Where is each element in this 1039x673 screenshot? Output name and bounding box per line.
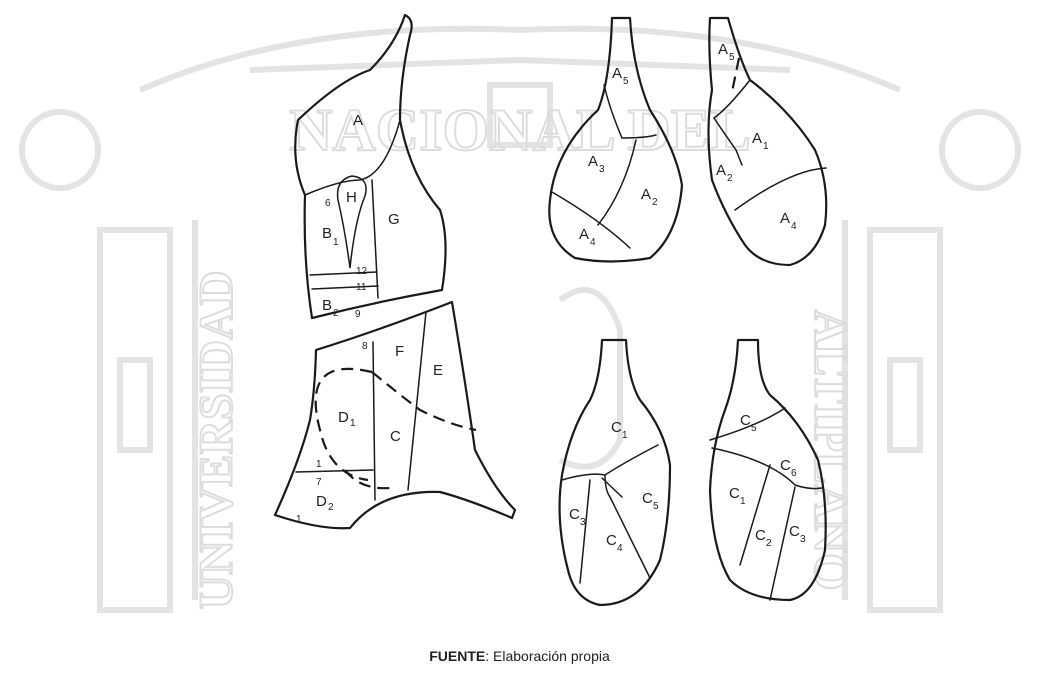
muscle-number-6: 6 <box>325 198 331 209</box>
figure-caption: FUENTE: Elaboración propia <box>0 648 1039 664</box>
region-d2-label: D <box>316 493 327 510</box>
leg-a-back-a5-label: A <box>718 41 728 58</box>
leg-c-back-c5-sub: 5 <box>751 423 757 434</box>
leg-a-back-a2-sub: 2 <box>727 173 733 184</box>
line-c1-bottom <box>562 445 658 480</box>
region-b2-subscript: 2 <box>333 308 339 319</box>
region-g-label: G <box>388 211 400 228</box>
watermark-seal: NACIONAL DEL UNIVERSIDAD ALTIPLANO <box>22 29 1018 610</box>
region-d1-subscript: 1 <box>350 418 356 429</box>
line-11 <box>312 286 378 289</box>
leg-c-front-c4-sub: 4 <box>617 543 623 554</box>
line-c4-top <box>602 478 622 497</box>
leg-c-front-c1-label: C <box>611 419 622 436</box>
seal-bird <box>560 290 620 467</box>
watermark-left-text: UNIVERSIDAD <box>190 271 243 610</box>
region-b1-label: B <box>322 225 332 242</box>
leg-c-back-c6-label: C <box>780 457 791 474</box>
leg-c-back-c6-sub: 6 <box>791 468 797 479</box>
region-d2-subscript: 2 <box>328 502 334 513</box>
leg-a-back-a5-sub: 5 <box>729 52 735 63</box>
seal-right-column <box>870 230 940 610</box>
line-c2-c3 <box>770 487 795 600</box>
region-e-label: E <box>433 362 443 379</box>
watermark-top-text: NACIONAL DEL <box>289 97 751 163</box>
region-f-label: F <box>395 343 404 360</box>
leg-a-front-a4-label: A <box>579 226 589 243</box>
leg-c-front-c4-label: C <box>606 532 617 549</box>
line-e-divider <box>408 312 426 490</box>
line-c1-c2 <box>740 465 770 565</box>
leg-a-back-a2-label: A <box>716 162 726 179</box>
region-c-label: C <box>390 428 401 445</box>
caption-source-label: FUENTE <box>429 648 485 664</box>
seal-right-disc <box>942 112 1018 188</box>
leg-a-back-a1-sub: 1 <box>763 141 769 152</box>
seal-left-column <box>100 230 170 610</box>
leg-a-front-a2-label: A <box>641 186 651 203</box>
dashed-c-boundary <box>372 372 476 430</box>
leg-c-back-c1-sub: 1 <box>740 496 746 507</box>
leg-c-back-c3-sub: 3 <box>800 534 806 545</box>
caption-source-text: : Elaboración propia <box>485 648 610 664</box>
leg-a-back-a4-label: A <box>780 210 790 227</box>
muscle-number-1-upper: 1 <box>316 459 322 470</box>
lower-piece-outline <box>275 302 515 528</box>
leg-c-front-c5-sub: 5 <box>653 501 659 512</box>
leg-c-back-c2-label: C <box>755 527 766 544</box>
leg-c-back-c2-sub: 2 <box>766 538 772 549</box>
side-view-labels: A H G B 1 B 2 F E C D 1 D 2 6 12 11 9 8 … <box>296 112 443 525</box>
muscle-number-12: 12 <box>356 266 368 277</box>
leg-c-front-outline <box>560 340 670 605</box>
region-d1-label: D <box>338 409 349 426</box>
leg-a-front-a3-label: A <box>588 153 598 170</box>
region-h-label: H <box>346 189 357 206</box>
leg-c-front-c5-label: C <box>642 490 653 507</box>
side-view-carcass <box>275 15 515 528</box>
watermark-right-text: ALTIPLANO <box>804 310 857 591</box>
region-b1-subscript: 1 <box>333 237 339 248</box>
leg-c-front-c3-label: C <box>569 506 580 523</box>
line-b1-g-divider <box>372 180 378 298</box>
leg-a-front-a3-sub: 3 <box>599 164 605 175</box>
region-a-label: A <box>353 112 363 129</box>
line-7 <box>296 470 373 472</box>
seal-left-window <box>120 360 150 450</box>
leg-a-front-a2-sub: 2 <box>652 197 658 208</box>
leg-c-front-c1-sub: 1 <box>622 430 628 441</box>
leg-a-back-a4-sub: 4 <box>791 221 797 232</box>
seal-right-window <box>890 360 920 450</box>
leg-a-front-a5-sub: 5 <box>623 76 629 87</box>
muscle-number-9: 9 <box>355 309 361 320</box>
leg-c-back-c5-label: C <box>740 412 751 429</box>
leg-c-back-c3-label: C <box>789 523 800 540</box>
dashed-a5-boundary <box>732 58 739 92</box>
leg-c-back-c1-label: C <box>729 485 740 502</box>
seal-inner-borders <box>195 220 845 600</box>
line-a1-a4 <box>735 168 826 210</box>
leg-c-front-c3-sub: 3 <box>580 517 586 528</box>
line-c-f-divider <box>373 342 375 500</box>
leg-a-front-a5-label: A <box>612 65 622 82</box>
leg-a-back-a1-label: A <box>752 130 762 147</box>
muscle-number-1-lower: 1 <box>296 514 302 525</box>
region-b2-label: B <box>322 297 332 314</box>
seal-left-disc <box>22 112 98 188</box>
muscle-number-7: 7 <box>316 477 322 488</box>
muscle-number-8: 8 <box>362 341 368 352</box>
leg-c-front-view: C 1 C 3 C 5 C 4 <box>560 340 670 605</box>
line-c4-c5-a <box>605 475 610 497</box>
muscle-number-11: 11 <box>356 282 367 293</box>
line-c3-c4 <box>580 480 590 583</box>
leg-a-front-a4-sub: 4 <box>590 237 596 248</box>
